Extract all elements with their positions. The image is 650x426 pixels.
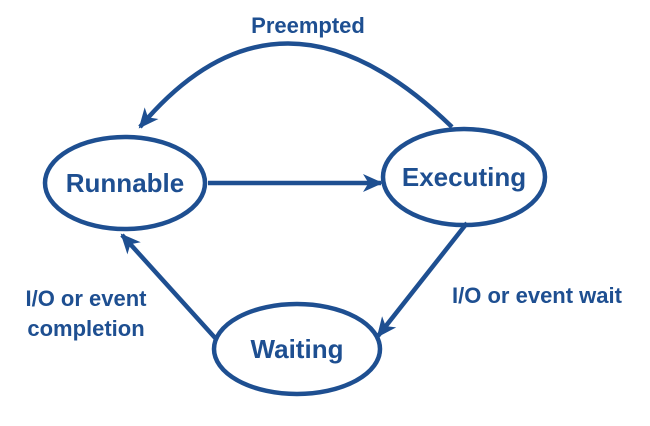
state-executing-label: Executing [402,162,526,192]
state-waiting-label: Waiting [251,334,344,364]
transition-io-wait-label: I/O or event wait [452,283,623,308]
transition-preempted-label: Preempted [251,13,365,38]
transition-waiting-to-runnable-arrow [120,233,219,342]
transition-io-completion-label-line2: completion [27,316,144,341]
state-runnable-label: Runnable [66,168,184,198]
transition-io-completion-label-line1: I/O or event [25,286,147,311]
state-waiting-ellipse [211,301,383,397]
transition-executing-to-waiting-arrow [376,221,469,338]
transition-executing-to-runnable-arrow [138,41,454,129]
state-runnable-ellipse [42,134,208,232]
state-executing-ellipse [380,126,548,228]
